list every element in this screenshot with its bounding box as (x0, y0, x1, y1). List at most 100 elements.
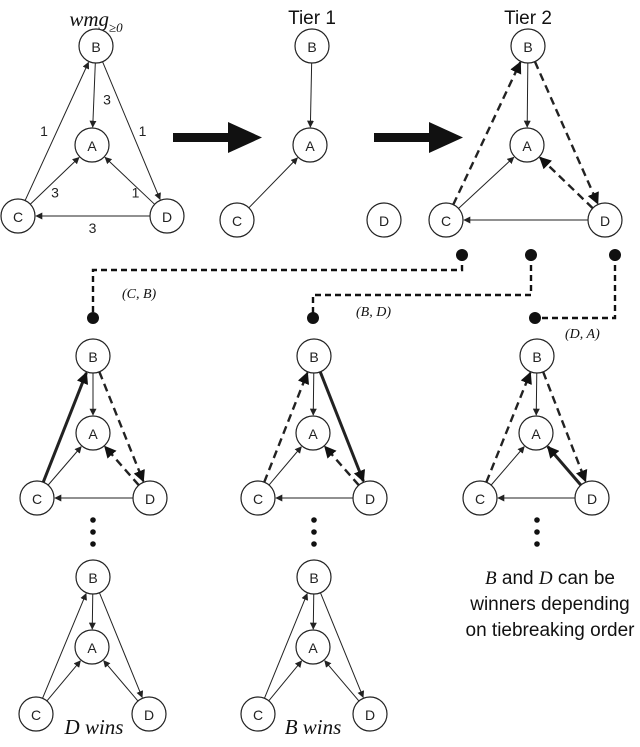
edge-d-to-a (324, 660, 360, 702)
ellipsis-middle (311, 517, 317, 547)
node-d: D (149, 198, 185, 234)
svg-text:B: B (307, 39, 316, 55)
svg-text:C: C (232, 213, 242, 229)
edge-c-to-a (46, 660, 81, 702)
edge-b-to-d (98, 592, 144, 698)
svg-text:D: D (144, 707, 154, 723)
edge-b-to-a (532, 372, 540, 416)
edge-b-to-a (88, 593, 96, 630)
svg-text:A: A (531, 426, 541, 442)
svg-text:D: D (365, 707, 375, 723)
edge-c-to-a (268, 660, 303, 702)
node-d: D (352, 696, 388, 732)
svg-text:D: D (379, 213, 389, 229)
svg-text:A: A (87, 640, 97, 656)
edge-weight-d-a: 1 (132, 185, 140, 201)
branch-connector-da (529, 249, 621, 324)
edge-c-to-a (29, 156, 80, 205)
svg-text:A: A (87, 138, 97, 154)
svg-text:C: C (32, 491, 42, 507)
edge-b-to-d (542, 371, 588, 483)
edge-b-to-d (533, 61, 599, 205)
edge-c-to-b (41, 371, 89, 483)
svg-text:B: B (532, 349, 541, 365)
svg-text:C: C (13, 209, 23, 225)
node-b: B (75, 338, 111, 374)
node-d: D (587, 202, 623, 238)
node-c: C (219, 202, 255, 238)
edge-b-to-d (318, 371, 366, 483)
node-a: A (295, 629, 331, 665)
pair-label-bd: (B, D) (356, 305, 391, 320)
tier1-title: Tier 1 (288, 8, 336, 29)
node-a: A (74, 127, 110, 163)
svg-text:D: D (587, 491, 597, 507)
edge-c-to-b (452, 61, 522, 206)
node-d: D (574, 480, 610, 516)
edge-d-to-a (103, 660, 139, 702)
edge-c-to-a (248, 157, 298, 209)
tier2-graph: A B C D (428, 28, 623, 238)
edge-c-to-a (268, 446, 302, 486)
edge-b-to-a (89, 62, 97, 128)
node-c: C (240, 696, 276, 732)
note-line-1: B and D can be (485, 568, 615, 589)
result-middle: B wins (285, 715, 342, 739)
branch-da-graph: A B C D (462, 338, 610, 516)
svg-text:C: C (253, 491, 263, 507)
svg-text:B: B (309, 570, 318, 586)
edge-d-to-a (546, 445, 583, 487)
edge-c-to-b (24, 61, 90, 201)
edge-d-to-a (539, 156, 594, 210)
node-d: D (366, 202, 402, 238)
edge-c-to-b (485, 371, 532, 483)
node-d: D (132, 480, 168, 516)
svg-text:D: D (145, 491, 155, 507)
node-b: B (296, 338, 332, 374)
edge-c-to-a (490, 446, 525, 486)
edge-b-to-d (102, 61, 161, 201)
tier2-title: Tier 2 (504, 8, 552, 29)
svg-text:C: C (31, 707, 41, 723)
node-b: B (78, 28, 114, 64)
node-c: C (428, 202, 464, 238)
svg-text:C: C (475, 491, 485, 507)
svg-text:B: B (309, 349, 318, 365)
edge-b-to-a (309, 593, 317, 630)
edge-b-to-d (319, 592, 365, 698)
node-d: D (131, 696, 167, 732)
node-b: B (75, 559, 111, 595)
node-c: C (18, 696, 54, 732)
node-a: A (509, 127, 545, 163)
edge-c-to-b (263, 371, 310, 483)
node-c: C (240, 480, 276, 516)
result-left: D wins (64, 715, 124, 739)
svg-text:A: A (308, 640, 318, 656)
svg-text:D: D (600, 213, 610, 229)
node-b: B (519, 338, 555, 374)
node-a: A (75, 415, 111, 451)
node-a: A (292, 127, 328, 163)
pair-label-cb: (C, B) (122, 287, 157, 302)
svg-text:C: C (441, 213, 451, 229)
node-c: C (0, 198, 36, 234)
svg-text:A: A (522, 138, 532, 154)
edge-b-to-a (523, 62, 531, 128)
final-left-graph: A B C D (18, 559, 167, 732)
edge-d-to-a (103, 445, 140, 487)
edge-c-to-b (42, 592, 87, 699)
edge-weight-c-b: 1 (40, 123, 48, 139)
edge-b-to-a (306, 62, 314, 128)
node-c: C (19, 480, 55, 516)
branch-connector-cb (87, 249, 468, 324)
node-b: B (294, 28, 330, 64)
node-b: B (296, 559, 332, 595)
edge-c-to-b (263, 593, 309, 699)
edge-weight-c-a: 3 (51, 185, 59, 201)
edge-b-to-d (98, 371, 145, 483)
node-a: A (74, 629, 110, 665)
svg-text:B: B (91, 39, 100, 55)
svg-text:B: B (523, 39, 532, 55)
